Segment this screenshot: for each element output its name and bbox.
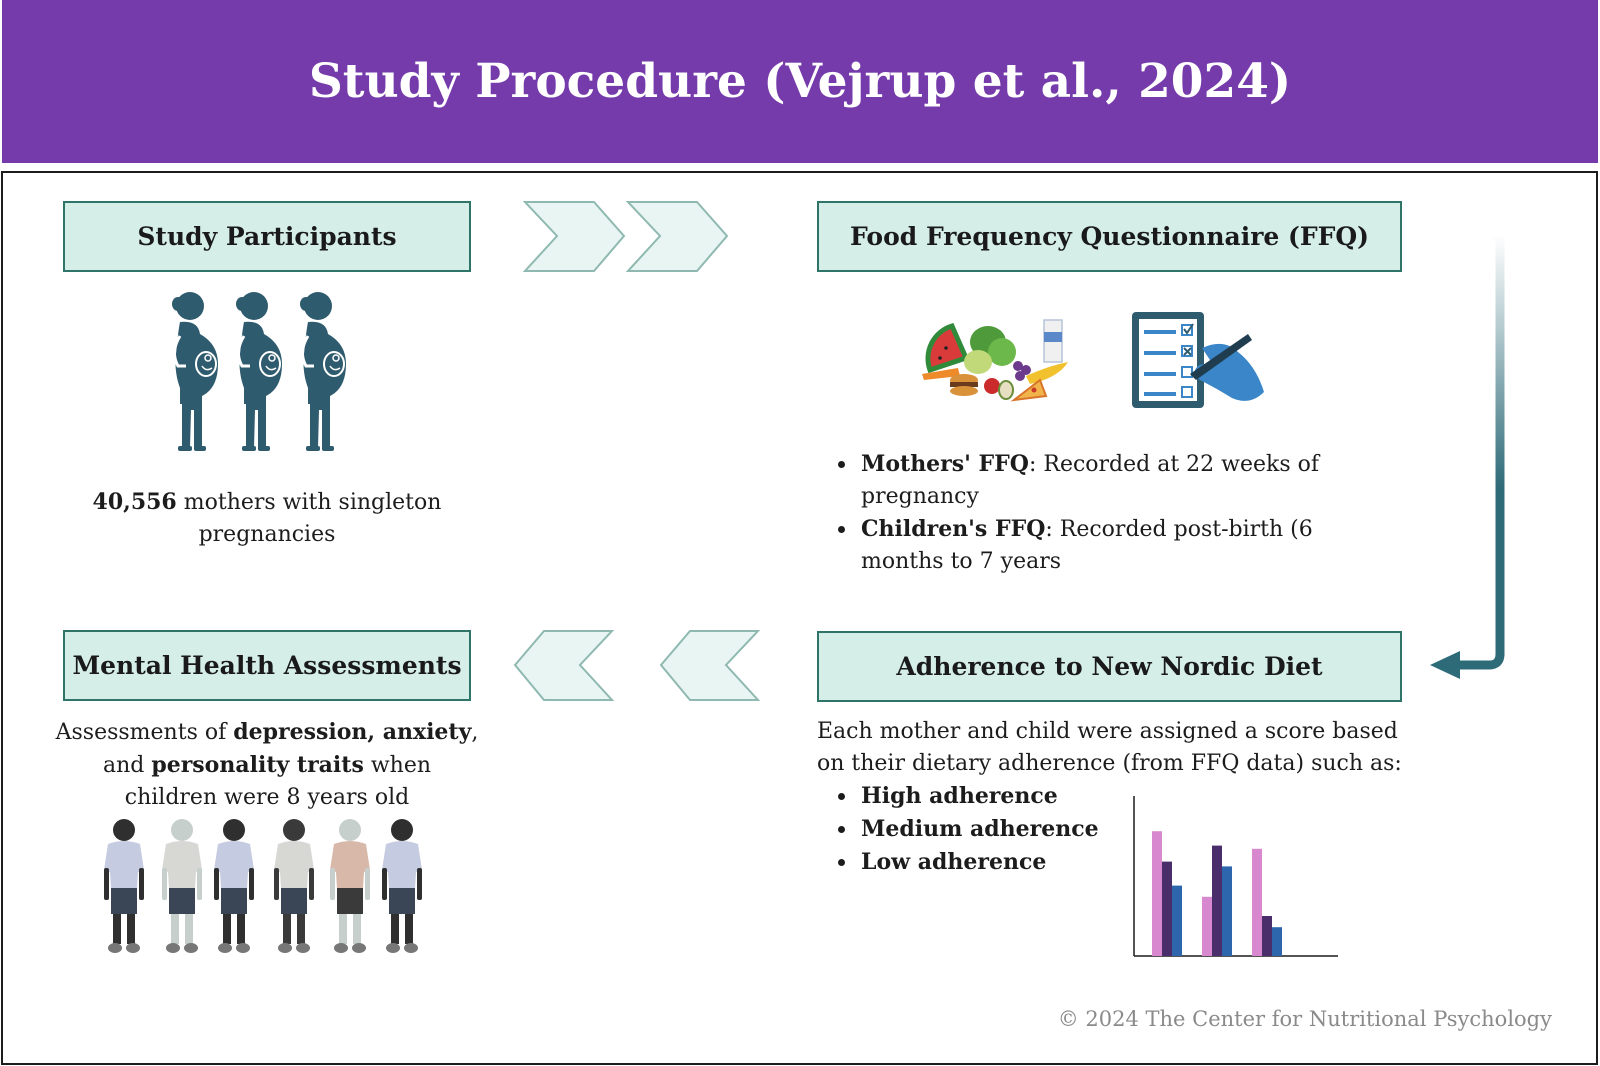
step-box-ffq: Food Frequency Questionnaire (FFQ)	[817, 201, 1402, 272]
child-figure-icon	[162, 819, 202, 953]
ffq-children-label: Children's FFQ	[861, 516, 1046, 542]
questionnaire-icon	[1132, 312, 1264, 408]
adherence-high-item: High adherence	[817, 780, 1117, 813]
hand-icon	[1194, 343, 1264, 401]
cabbage-icon	[964, 350, 992, 374]
header-banner: Study Procedure (Vejrup et al., 2024)	[2, 0, 1598, 163]
participants-description: 40,556 mothers with singleton pregnancie…	[63, 486, 471, 551]
copyright-notice: © 2024 The Center for Nutritional Psycho…	[1057, 1007, 1552, 1031]
children-illustration	[104, 819, 422, 953]
mental-text-part1: Assessments of	[55, 720, 234, 745]
child-figure-icon	[214, 819, 254, 953]
mental-health-description: Assessments of depression, anxiety, and …	[55, 716, 479, 814]
chart-bar-3-3	[1272, 927, 1282, 956]
ffq-mothers-label: Mothers' FFQ	[861, 451, 1029, 477]
banana-icon	[1026, 362, 1068, 384]
adherence-low-item: Low adherence	[817, 846, 1117, 879]
chart-bar-1-1	[1152, 831, 1162, 956]
ffq-children-text: : Recorded post-birth (6 months to 7 yea…	[861, 517, 1313, 574]
participants-text: mothers with singleton pregnancies	[176, 490, 442, 547]
pregnant-woman-icon	[234, 290, 284, 453]
pregnant-mothers-illustration	[170, 290, 348, 453]
avocado-icon	[998, 380, 1014, 400]
child-figure-icon	[382, 819, 422, 953]
chevron-left-icon	[513, 630, 615, 701]
content-frame	[1, 171, 1598, 1065]
step-box-participants: Study Participants	[63, 201, 471, 272]
carrot-icon	[922, 368, 960, 380]
food-illustration	[922, 319, 1068, 402]
participants-count: 40,556	[92, 489, 177, 515]
child-figure-icon	[274, 819, 314, 953]
chart-bar-1-3	[1172, 885, 1182, 956]
adherence-level-list: High adherence Medium adherence Low adhe…	[817, 780, 1117, 879]
ffq-bullet-list: Mothers' FFQ: Recorded at 22 weeks of pr…	[817, 448, 1397, 578]
mental-text-part3: when children were 8 years old	[124, 753, 432, 810]
mental-personality-traits: personality traits	[151, 752, 364, 778]
grapes-icon	[1013, 361, 1023, 371]
pizza-slice-icon	[1010, 378, 1048, 402]
pen-icon	[1190, 334, 1252, 380]
adherence-bar-chart	[1133, 796, 1338, 957]
mental-text-part2: , and	[102, 720, 479, 778]
ffq-mothers-text: : Recorded at 22 weeks of pregnancy	[861, 452, 1320, 509]
chart-bar-1-2	[1162, 861, 1172, 956]
child-figure-icon	[330, 819, 370, 953]
chevrons-backward-icon	[513, 630, 761, 701]
adherence-medium-label: Medium adherence	[861, 816, 1099, 842]
chevrons-forward-icon	[522, 201, 729, 272]
chart-bar-2-1	[1202, 896, 1212, 956]
ffq-mothers-item: Mothers' FFQ: Recorded at 22 weeks of pr…	[817, 448, 1397, 513]
step-box-nordic-diet: Adherence to New Nordic Diet	[817, 631, 1402, 702]
adherence-high-label: High adherence	[861, 783, 1058, 809]
chevron-left-icon	[659, 630, 761, 701]
chart-bar-3-2	[1262, 916, 1272, 956]
chevron-right-icon	[522, 201, 626, 272]
chart-bar-3-1	[1252, 848, 1262, 956]
mental-depression-anxiety: depression, anxiety	[233, 719, 472, 745]
ffq-children-item: Children's FFQ: Recorded post-birth (6 m…	[817, 513, 1397, 578]
child-figure-icon	[104, 819, 144, 953]
adherence-medium-item: Medium adherence	[817, 813, 1117, 846]
adherence-low-label: Low adherence	[861, 849, 1047, 875]
nordic-diet-description: Each mother and child were assigned a sc…	[817, 719, 1402, 776]
chart-bar-2-3	[1222, 866, 1232, 956]
pregnant-woman-icon	[170, 290, 220, 453]
apple-icon	[984, 378, 1000, 394]
step-box-mental-health: Mental Health Assessments	[63, 630, 471, 701]
chevron-right-icon	[625, 201, 729, 272]
pregnant-woman-icon	[298, 290, 348, 453]
chart-bar-2-2	[1212, 845, 1222, 956]
page-title: Study Procedure (Vejrup et al., 2024)	[308, 54, 1292, 109]
flow-arrow-icon	[1430, 230, 1505, 679]
